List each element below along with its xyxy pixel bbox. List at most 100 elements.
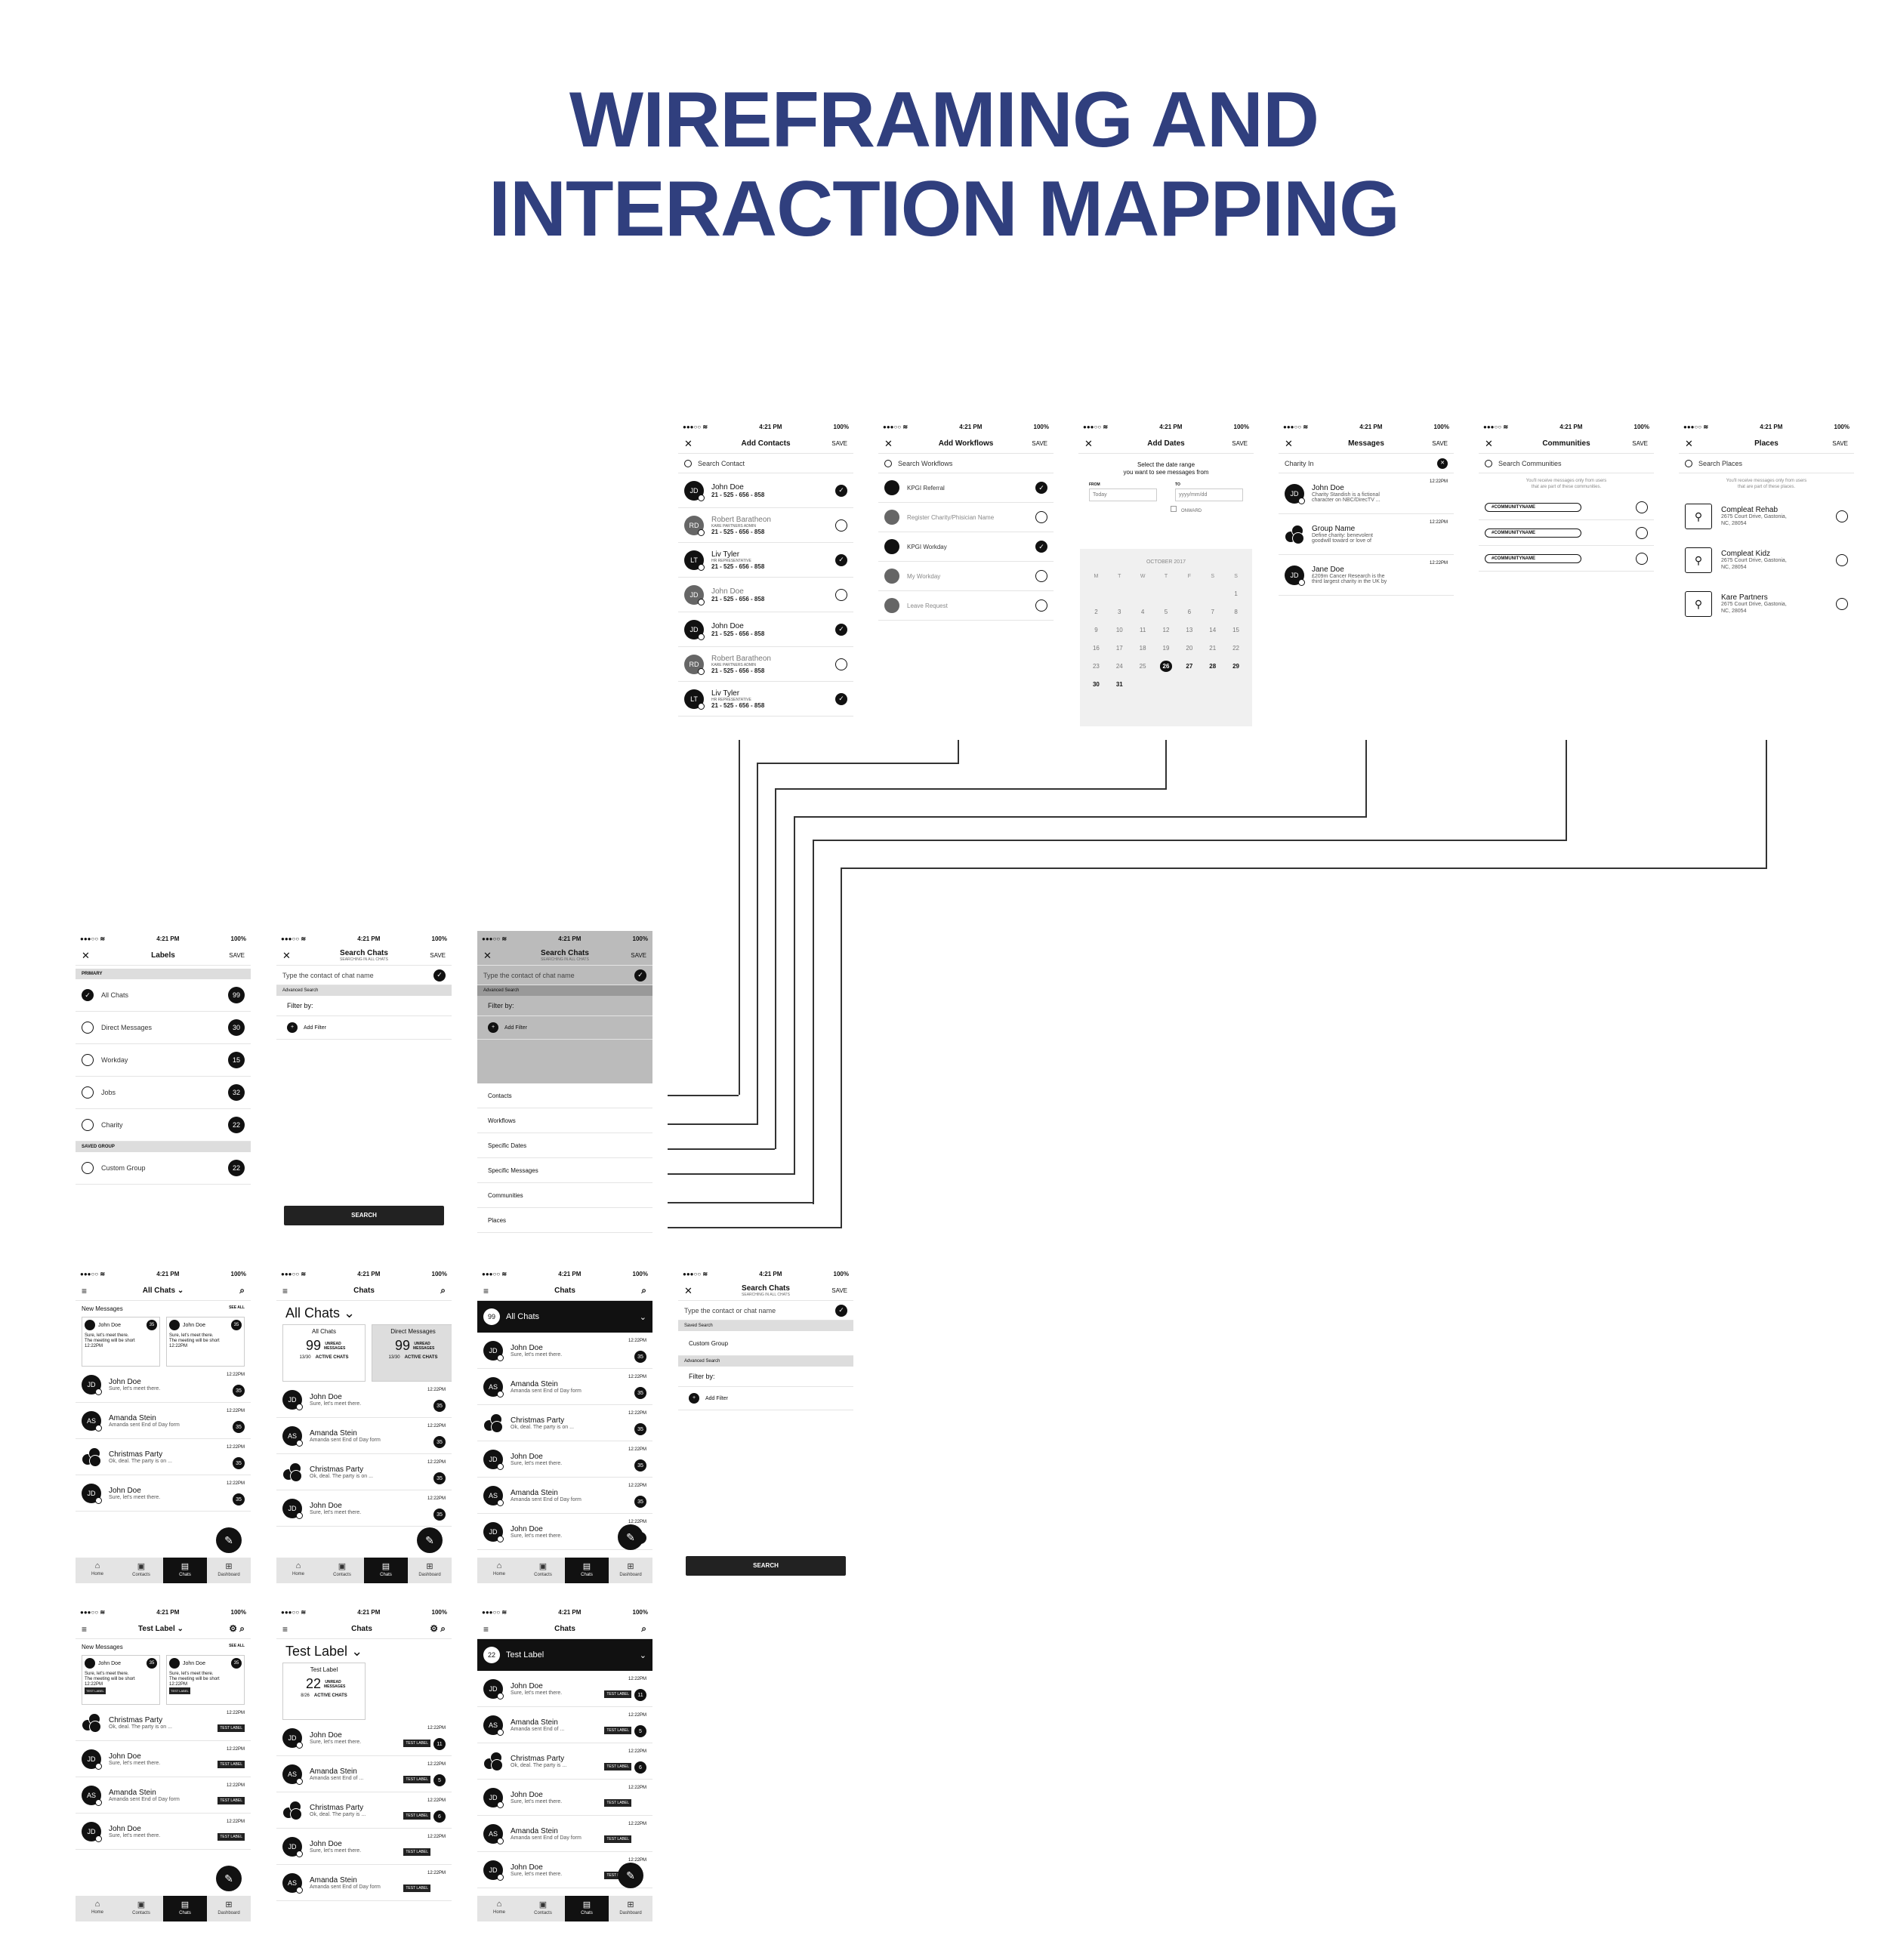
search-input[interactable]: Search Workflows bbox=[878, 454, 1054, 473]
tab-dashboard[interactable]: ⊞Dashboard bbox=[609, 1896, 652, 1921]
menu-icon[interactable]: ≡ bbox=[82, 1285, 88, 1296]
filter-option[interactable]: Specific Messages bbox=[477, 1158, 652, 1183]
add-filter-button[interactable]: +Add Filter bbox=[276, 1016, 452, 1040]
tab-contacts[interactable]: ▣Contacts bbox=[320, 1558, 364, 1583]
check-icon[interactable]: ✓ bbox=[1035, 482, 1047, 494]
close-icon[interactable]: ✕ bbox=[684, 1284, 693, 1296]
calendar-day[interactable]: 18 bbox=[1131, 645, 1155, 652]
tab-contacts[interactable]: ▣Contacts bbox=[119, 1558, 163, 1583]
calendar-day[interactable]: 11 bbox=[1131, 627, 1155, 633]
filter-option[interactable]: Contacts bbox=[477, 1083, 652, 1108]
close-icon[interactable]: ✕ bbox=[1685, 437, 1693, 449]
tab-chats[interactable]: ▤Chats bbox=[163, 1896, 207, 1921]
save-button[interactable]: SAVE bbox=[1032, 440, 1047, 447]
search-icon[interactable]: ⌕ bbox=[641, 1623, 646, 1634]
menu-icon[interactable]: ≡ bbox=[282, 1623, 288, 1635]
calendar-day[interactable]: 13 bbox=[1177, 627, 1201, 633]
calendar-day[interactable]: 31 bbox=[1108, 681, 1131, 688]
menu-icon[interactable]: ≡ bbox=[82, 1623, 88, 1635]
tab-home[interactable]: ⌂Home bbox=[76, 1558, 119, 1583]
calendar-day[interactable]: 21 bbox=[1201, 645, 1224, 652]
filter-option[interactable]: Workflows bbox=[477, 1108, 652, 1133]
save-button[interactable]: SAVE bbox=[1832, 440, 1848, 447]
calendar-day[interactable]: 19 bbox=[1155, 645, 1178, 652]
calendar-day[interactable]: 24 bbox=[1108, 663, 1131, 670]
community-row[interactable]: #COMMUNITYNAME bbox=[1479, 546, 1654, 572]
calendar-day[interactable]: 26 bbox=[1155, 661, 1178, 672]
check-icon[interactable]: ✓ bbox=[835, 692, 847, 705]
calendar-day[interactable]: 10 bbox=[1108, 627, 1131, 633]
check-icon[interactable]: ✓ bbox=[433, 969, 446, 982]
search-button[interactable]: SEARCH bbox=[686, 1556, 846, 1576]
radio-button[interactable] bbox=[1836, 554, 1848, 566]
tab-contacts[interactable]: ▣Contacts bbox=[521, 1558, 565, 1583]
menu-icon[interactable]: ≡ bbox=[282, 1285, 288, 1296]
close-icon[interactable]: ✕ bbox=[1285, 437, 1293, 449]
search-icon[interactable]: ⌕ bbox=[440, 1285, 446, 1296]
check-icon[interactable]: ✓ bbox=[835, 623, 847, 636]
see-all-link[interactable]: SEE ALL bbox=[229, 1305, 245, 1310]
compose-fab[interactable]: ✎ bbox=[417, 1527, 443, 1553]
calendar-day[interactable]: 12 bbox=[1155, 627, 1178, 633]
calendar-day[interactable]: 2 bbox=[1084, 609, 1108, 615]
close-icon[interactable]: ✕ bbox=[282, 949, 291, 961]
calendar-day[interactable]: 15 bbox=[1224, 627, 1248, 633]
radio-button[interactable] bbox=[1636, 552, 1648, 565]
tab-dashboard[interactable]: ⊞Dashboard bbox=[408, 1558, 452, 1583]
calendar-day[interactable]: 20 bbox=[1177, 645, 1201, 652]
search-input[interactable]: Charity In✕ bbox=[1279, 454, 1454, 473]
calendar-day[interactable]: 30 bbox=[1084, 681, 1108, 688]
radio-button[interactable] bbox=[1035, 599, 1047, 612]
workflow-row[interactable]: Register Charity/Phisician Name bbox=[878, 503, 1054, 532]
filter-option[interactable]: Places bbox=[477, 1208, 652, 1233]
calendar-day[interactable]: 8 bbox=[1224, 609, 1248, 615]
overview-title[interactable]: All Chats ⌄ bbox=[276, 1301, 452, 1324]
onward-checkbox[interactable]: ONWARD bbox=[1078, 501, 1254, 513]
calendar-day[interactable]: 1 bbox=[1224, 590, 1248, 597]
community-row[interactable]: #COMMUNITYNAME bbox=[1479, 495, 1654, 520]
radio-button[interactable] bbox=[1836, 510, 1848, 522]
filter-option[interactable]: Specific Dates bbox=[477, 1133, 652, 1158]
tab-home[interactable]: ⌂Home bbox=[76, 1896, 119, 1921]
check-icon[interactable]: ✓ bbox=[835, 484, 847, 497]
search-icon[interactable]: ⌕ bbox=[641, 1285, 646, 1296]
radio-button[interactable] bbox=[835, 658, 847, 670]
calendar-day[interactable]: 4 bbox=[1131, 609, 1155, 615]
tab-chats[interactable]: ▤Chats bbox=[163, 1558, 207, 1583]
close-icon[interactable]: ✕ bbox=[1485, 437, 1493, 449]
radio-button[interactable] bbox=[1636, 501, 1648, 513]
field-input[interactable]: yyyy/mm/dd bbox=[1175, 488, 1243, 501]
search-input[interactable]: Type the contact of chat name✓ bbox=[276, 966, 452, 985]
close-icon[interactable]: ✕ bbox=[82, 949, 90, 961]
calendar-day[interactable]: 9 bbox=[1084, 627, 1108, 633]
overview-title[interactable]: Test Label ⌄ bbox=[276, 1639, 452, 1663]
